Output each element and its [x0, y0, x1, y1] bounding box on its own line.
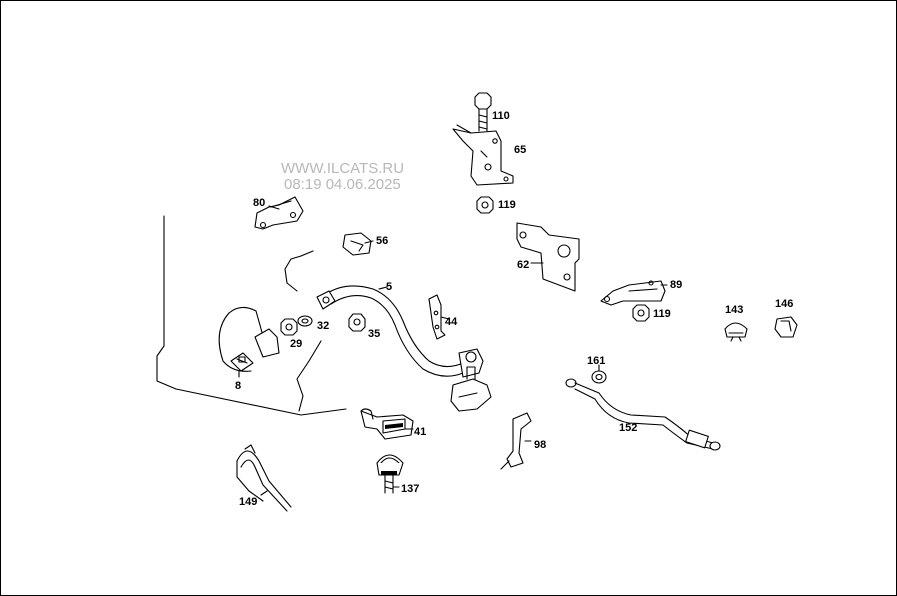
callout-65: 65 — [514, 144, 526, 156]
callout-89: 89 — [670, 279, 682, 291]
callout-146: 146 — [775, 298, 793, 310]
part-8-connector[interactable] — [230, 352, 254, 372]
part-152-rod[interactable] — [565, 378, 721, 451]
callout-56: 56 — [376, 235, 388, 247]
callout-137: 137 — [401, 483, 419, 495]
callout-32: 32 — [317, 320, 329, 332]
callout-35: 35 — [368, 328, 380, 340]
part-35-nut[interactable] — [348, 313, 366, 332]
part-119-nut-upper[interactable] — [476, 196, 494, 214]
part-110-bolt[interactable] — [474, 92, 492, 132]
part-32-washer[interactable] — [297, 315, 313, 327]
callout-8: 8 — [235, 380, 241, 392]
callout-119-lower: 119 — [653, 308, 671, 320]
part-41-clip-block[interactable] — [360, 408, 414, 440]
part-5-hose[interactable] — [316, 285, 484, 378]
part-56-clip[interactable] — [342, 232, 372, 256]
callout-80: 80 — [253, 197, 265, 209]
part-119-nut-lower[interactable] — [632, 304, 650, 322]
part-62-bracket[interactable] — [516, 222, 580, 292]
callout-149: 149 — [239, 496, 257, 508]
callout-161: 161 — [587, 355, 605, 367]
callout-5: 5 — [386, 281, 392, 293]
callout-62: 62 — [517, 259, 529, 271]
callout-29: 29 — [290, 338, 302, 350]
part-80-bracket[interactable] — [254, 196, 304, 230]
engine-outline — [156, 215, 347, 416]
callout-labels: 110 65 119 80 56 62 5 89 119 143 146 44 … — [235, 110, 793, 508]
part-44-bracket[interactable] — [428, 294, 446, 340]
part-149-strap[interactable] — [236, 444, 292, 512]
part-143-clamp[interactable] — [724, 322, 748, 342]
part-98-bracket[interactable] — [500, 412, 532, 470]
callout-44: 44 — [445, 316, 458, 328]
leader-lines — [238, 205, 668, 496]
part-89-bracket[interactable] — [600, 280, 666, 306]
part-146-clip[interactable] — [774, 316, 798, 338]
part-137-clamp[interactable] — [376, 454, 404, 494]
callout-143: 143 — [725, 304, 743, 316]
callout-110: 110 — [492, 110, 510, 122]
callout-119-upper: 119 — [498, 199, 516, 211]
part-valve-body[interactable] — [450, 366, 492, 412]
part-161-washer[interactable] — [591, 370, 607, 384]
part-65-bracket[interactable] — [452, 124, 514, 186]
watermark-site: WWW.ILCATS.RU — [281, 160, 404, 177]
watermark-timestamp: 08:19 04.06.2025 — [284, 176, 401, 193]
callout-98: 98 — [534, 439, 546, 451]
callout-41: 41 — [414, 426, 426, 438]
callout-152: 152 — [619, 422, 637, 434]
part-29-nut[interactable] — [254, 318, 298, 358]
